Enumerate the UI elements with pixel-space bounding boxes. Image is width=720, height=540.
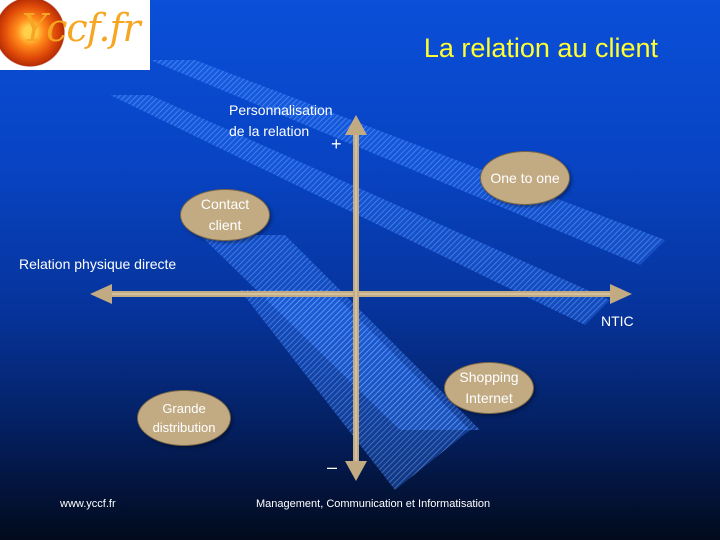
logo-text: Yccf.fr (22, 6, 141, 50)
y-axis-label-line1: Personnalisation (229, 102, 333, 118)
arrowhead-up-icon (345, 115, 367, 135)
bubble-contact-client: Contact client (180, 189, 270, 241)
logo: Yccf.fr (0, 0, 150, 70)
x-axis-right-label: NTIC (601, 313, 634, 329)
bubble-grande-distribution: Grande distribution (137, 390, 231, 446)
y-axis-label-line2: de la relation (229, 123, 310, 139)
arrowhead-left-icon (90, 284, 112, 304)
slide-title: La relation au client (423, 33, 658, 63)
x-axis-left-label: Relation physique directe (19, 256, 177, 272)
bubble-shopping-internet: Shopping Internet (444, 362, 534, 414)
y-plus-sign: + (331, 134, 342, 154)
bubble-one-to-one: One to one (480, 151, 570, 205)
arrowhead-right-icon (610, 284, 632, 304)
y-minus-sign: – (327, 457, 338, 477)
footer-website: www.yccf.fr (60, 498, 116, 510)
footer-caption: Management, Communication et Informatisa… (256, 498, 491, 510)
horizontal-axis-arrow (90, 284, 632, 304)
vertical-axis-arrow (345, 115, 367, 481)
arrowhead-down-icon (345, 461, 367, 481)
